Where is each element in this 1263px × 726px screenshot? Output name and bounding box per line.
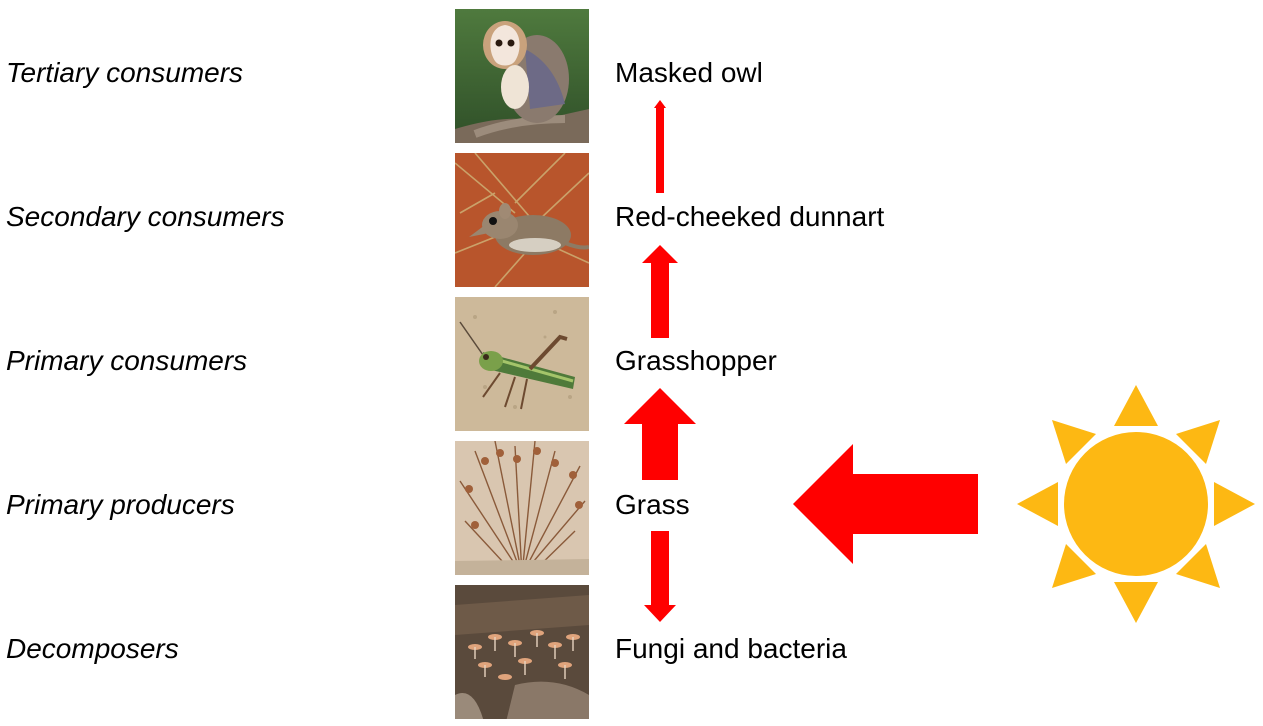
level-label-secondary: Secondary consumers <box>6 201 285 232</box>
arrow-grass-to-grasshopper <box>624 388 696 480</box>
sun-icon <box>1017 385 1255 623</box>
level-label-decomposers: Decomposers <box>6 633 179 664</box>
level-label-tertiary: Tertiary consumers <box>6 57 244 88</box>
arrow-grasshopper-to-dunnart <box>642 245 678 338</box>
organism-name-dunnart: Red-cheeked dunnart <box>615 201 885 232</box>
organism-name-grass: Grass <box>615 489 690 520</box>
fungi-photo <box>455 585 589 719</box>
grass-photo <box>455 441 589 575</box>
organism-name-grasshopper: Grasshopper <box>615 345 777 376</box>
grasshopper-photo <box>455 297 589 431</box>
organism-name-fungi: Fungi and bacteria <box>615 633 847 664</box>
level-label-primary-producers: Primary producers <box>6 489 235 520</box>
arrow-sun-to-grass <box>793 444 978 564</box>
organism-name-owl: Masked owl <box>615 57 763 88</box>
owl-photo <box>455 9 589 143</box>
arrow-dunnart-to-owl <box>654 100 666 193</box>
arrow-grass-to-decomposers <box>644 531 676 622</box>
level-label-primary-consumers: Primary consumers <box>6 345 248 376</box>
dunnart-photo <box>455 153 589 287</box>
